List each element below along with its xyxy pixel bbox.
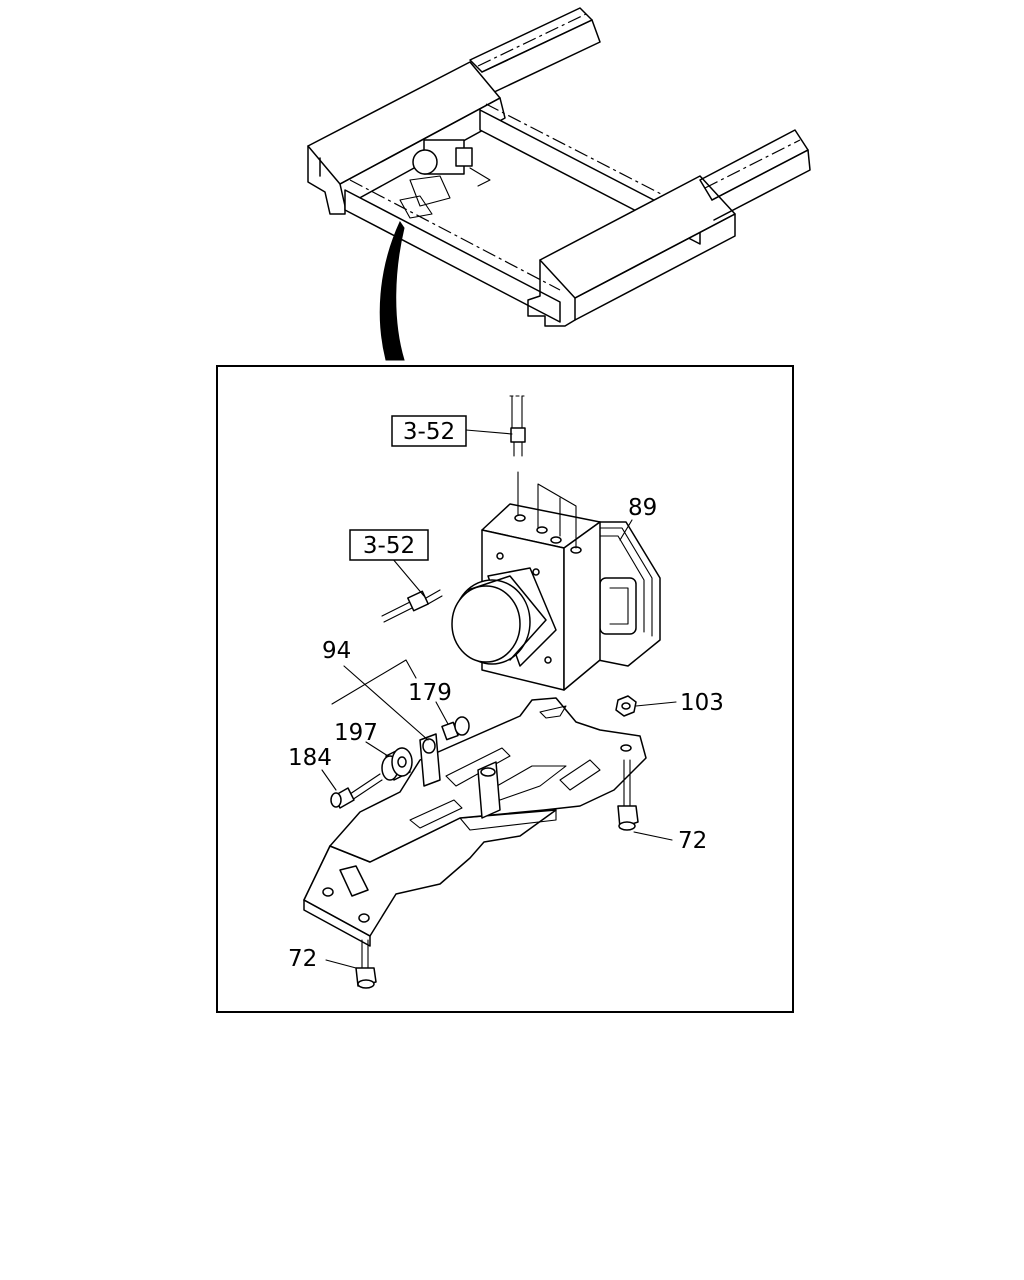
callout-179: 179 <box>408 680 452 706</box>
bolt-72-right <box>617 759 639 831</box>
abs-hydraulic-unit <box>451 471 661 691</box>
bolt-72-bottom <box>355 939 377 989</box>
callout-72-right: 72 <box>678 828 707 854</box>
mounting-bracket <box>303 697 647 947</box>
chassis-frame-overview <box>307 7 811 327</box>
callout-184: 184 <box>288 745 332 771</box>
nut-103 <box>615 695 637 717</box>
collar-bolt <box>441 716 470 741</box>
ref-label-top: 3-52 <box>403 419 455 445</box>
callout-103: 103 <box>680 690 724 716</box>
detail-frame <box>216 365 794 1013</box>
callout-94: 94 <box>322 638 351 664</box>
ref-box-left <box>349 529 429 561</box>
callout-72-bottom: 72 <box>288 946 317 972</box>
rubber-bushing <box>381 747 413 781</box>
ref-box-top <box>391 415 467 447</box>
callout-89: 89 <box>628 495 657 521</box>
callout-197: 197 <box>334 720 378 746</box>
ref-label-left: 3-52 <box>363 533 415 559</box>
brake-pipe-left <box>381 589 443 623</box>
brake-pipe-top <box>509 395 526 457</box>
leader-lines <box>321 429 677 969</box>
detail-leader <box>379 220 405 361</box>
bolt-184 <box>330 773 383 809</box>
